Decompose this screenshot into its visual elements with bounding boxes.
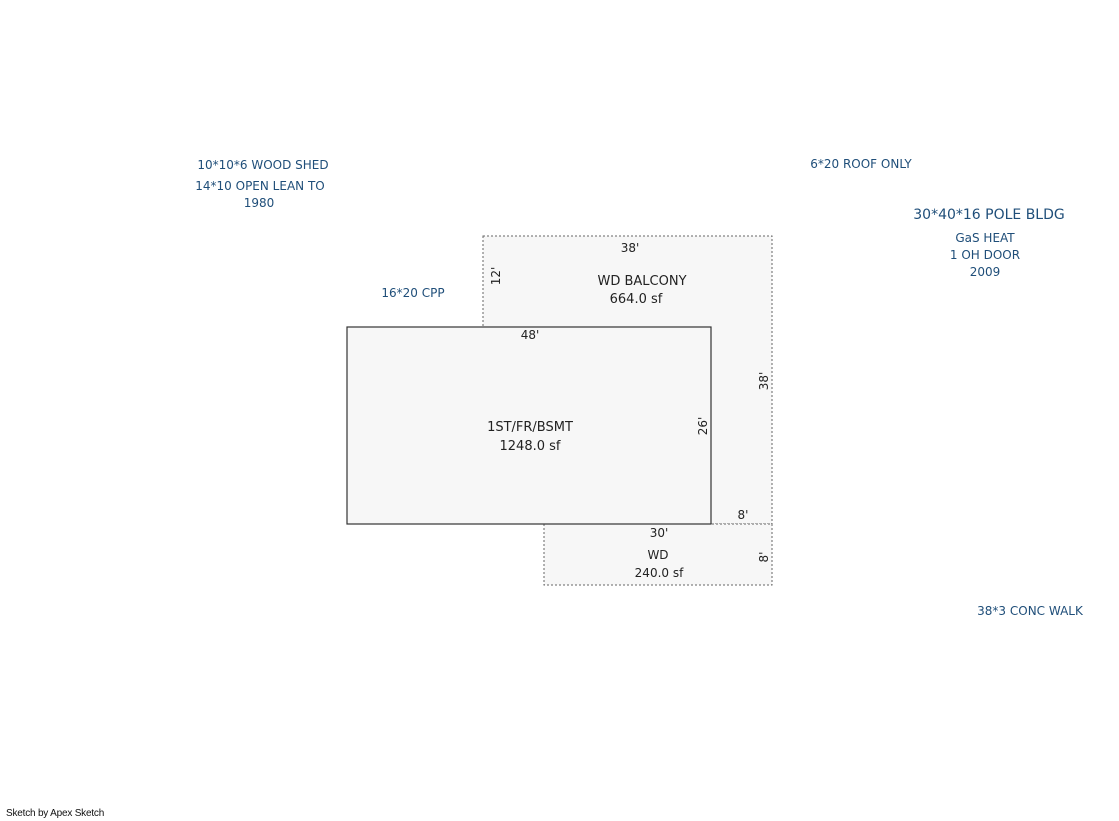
- main-area-name: 1ST/FR/BSMT: [487, 420, 573, 435]
- note-oh-door: 1 OH DOOR: [950, 248, 1020, 262]
- deck-area-size: 240.0 sf: [635, 566, 684, 580]
- dim-main-right: 26': [696, 417, 710, 436]
- dim-deck-right: 8': [757, 552, 771, 563]
- note-open-lean-to: 14*10 OPEN LEAN TO: [195, 179, 324, 193]
- note-cpp: 16*20 CPP: [381, 286, 444, 300]
- note-pole-bldg: 30*40*16 POLE BLDG: [913, 207, 1064, 223]
- main-area-size: 1248.0 sf: [500, 439, 561, 454]
- balcony-area-size: 664.0 sf: [610, 292, 663, 307]
- balcony-area-name: WD BALCONY: [597, 274, 686, 289]
- note-open-lean-to-year: 1980: [244, 196, 275, 210]
- dim-balcony-left: 12': [489, 267, 503, 286]
- dim-balcony-bottom: 8': [738, 508, 749, 522]
- deck-area-name: WD: [647, 548, 668, 562]
- dim-deck-top: 30': [650, 526, 669, 540]
- note-conc-walk: 38*3 CONC WALK: [977, 604, 1084, 618]
- dim-balcony-top: 38': [621, 241, 640, 255]
- main-building-outline: [346, 326, 712, 525]
- note-roof-only: 6*20 ROOF ONLY: [810, 157, 912, 171]
- note-wood-shed: 10*10*6 WOOD SHED: [197, 158, 328, 172]
- sketch-credit: Sketch by Apex Sketch: [6, 808, 105, 819]
- note-gas-heat: GaS HEAT: [955, 231, 1015, 245]
- dim-main-top: 48': [521, 328, 540, 342]
- dim-balcony-right: 38': [757, 372, 771, 391]
- note-pole-year: 2009: [970, 265, 1001, 279]
